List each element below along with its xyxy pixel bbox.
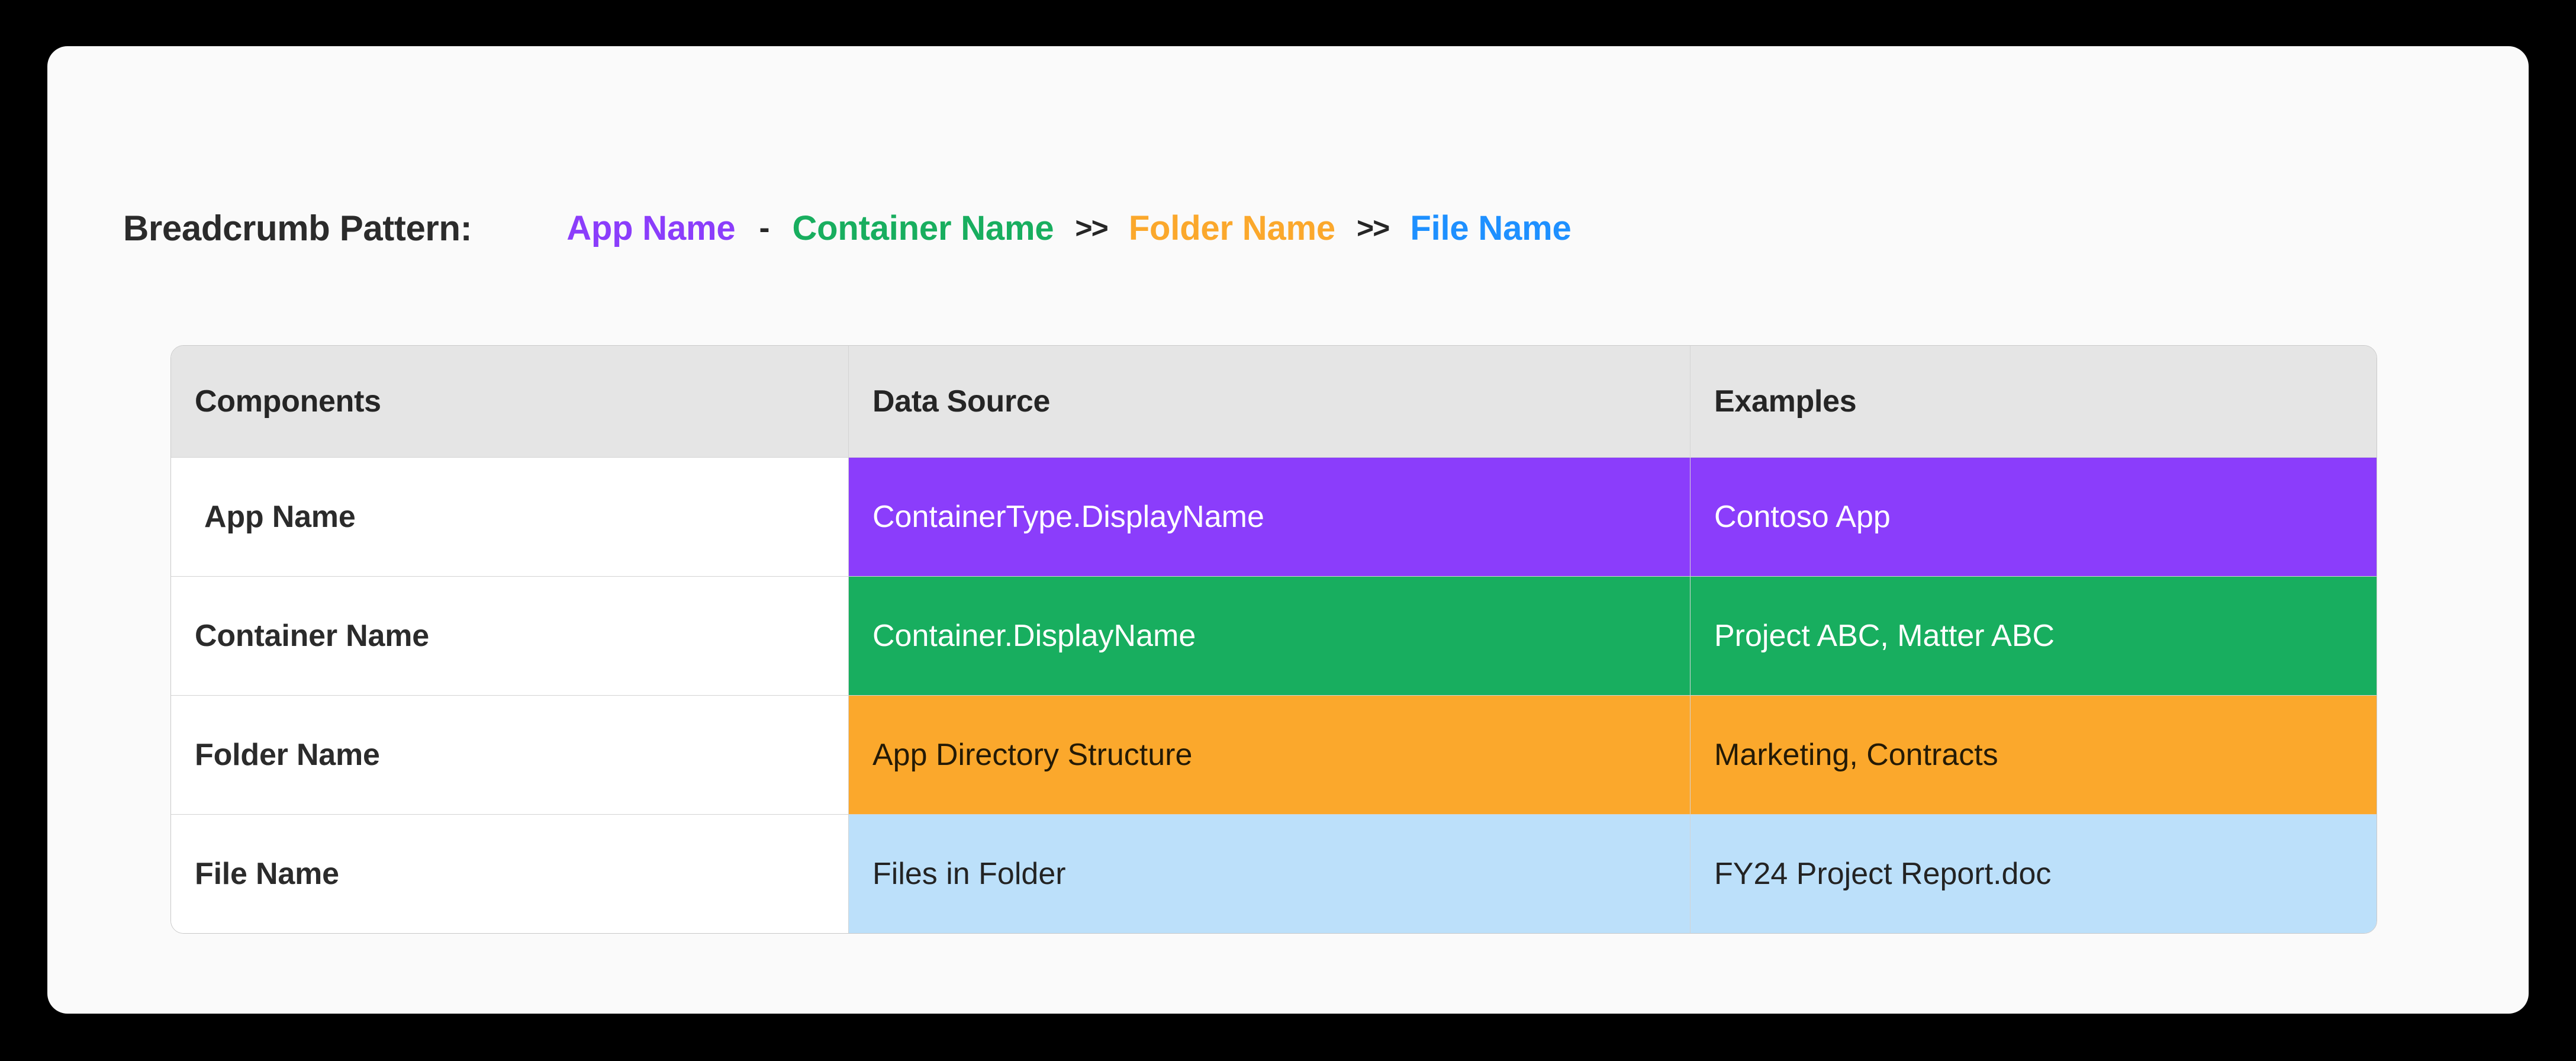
cell-component-name: Container Name [171,577,849,695]
cell-data-source: ContainerType.DisplayName [849,458,1690,576]
breadcrumb-components-table: Components Data Source Examples App Name… [170,345,2377,934]
cell-data-source: Files in Folder [849,815,1690,933]
breadcrumb-segment-container-name[interactable]: Container Name [792,208,1054,247]
cell-example: FY24 Project Report.doc [1690,815,2377,933]
breadcrumb-separator-chevron-icon-2: >> [1356,211,1390,245]
column-header-components: Components [171,346,849,457]
breadcrumb-pattern-row: Breadcrumb Pattern: App Name - Container… [123,184,2455,272]
column-header-examples: Examples [1690,346,2377,457]
cell-data-source: Container.DisplayName [849,577,1690,695]
table-header-row: Components Data Source Examples [171,346,2377,457]
breadcrumb-separator-chevron-icon-1: >> [1075,211,1108,245]
column-header-data-source: Data Source [849,346,1690,457]
breadcrumb-segment-file-name[interactable]: File Name [1410,208,1572,247]
table-row: Folder Name App Directory Structure Mark… [171,695,2377,814]
cell-example: Contoso App [1690,458,2377,576]
breadcrumb-segment-folder-name[interactable]: Folder Name [1128,208,1335,247]
cell-example: Project ABC, Matter ABC [1690,577,2377,695]
cell-component-name: File Name [171,815,849,933]
breadcrumb-segment-app-name[interactable]: App Name [566,208,736,247]
breadcrumb-pattern-label: Breadcrumb Pattern: [123,208,472,248]
table-row: Container Name Container.DisplayName Pro… [171,576,2377,695]
cell-data-source: App Directory Structure [849,696,1690,814]
breadcrumb: App Name - Container Name >> Folder Name… [566,208,1572,248]
table-row: File Name Files in Folder FY24 Project R… [171,814,2377,933]
cell-component-name: App Name [171,458,849,576]
cell-component-name: Folder Name [171,696,849,814]
cell-example: Marketing, Contracts [1690,696,2377,814]
breadcrumb-separator-dash-icon: - [759,210,769,246]
table-row: App Name ContainerType.DisplayName Conto… [171,457,2377,576]
content-card: Breadcrumb Pattern: App Name - Container… [47,46,2529,1014]
